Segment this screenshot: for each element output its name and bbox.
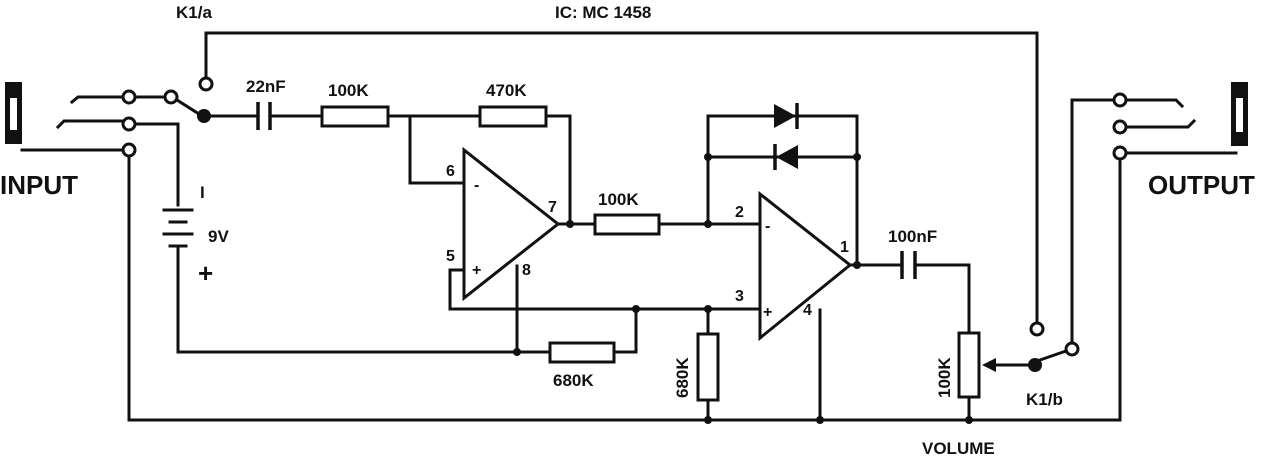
opamp-2: [758, 190, 853, 342]
opamp2-pin-1: 1: [840, 239, 849, 256]
switch-k1b: [1028, 98, 1115, 372]
volume-potentiometer: [957, 331, 1035, 422]
opamp1-inv-sign: -: [474, 177, 479, 194]
opamp1-feedback-network: [408, 105, 572, 226]
battery-minus-label: I: [200, 183, 205, 202]
battery-plus-label: +: [198, 258, 213, 288]
battery-voltage-label: 9V: [208, 227, 229, 246]
volume-label: VOLUME: [922, 439, 995, 458]
resistor-100k-input: [320, 105, 412, 128]
opamp2-pin-4: 4: [803, 302, 812, 319]
output-jack-wiring: [1112, 92, 1238, 422]
capacitor-22nf-label: 22nF: [246, 77, 286, 96]
opamp1-pin-7: 7: [548, 199, 557, 216]
resistor-470k-label: 470K: [486, 81, 527, 100]
switch-k1a-label: K1/a: [176, 3, 212, 22]
input-jack-wiring: [20, 89, 202, 422]
resistor-100k-input-label: 100K: [328, 81, 369, 100]
resistor-100k-coupling-label: 100K: [598, 190, 639, 209]
battery-9v: [162, 208, 194, 354]
resistor-100k-coupling: [593, 213, 762, 236]
potentiometer-100k-label: 100K: [935, 357, 954, 398]
output-label: OUTPUT: [1148, 170, 1255, 200]
opamp2-inv-sign: -: [765, 218, 770, 235]
opamp2-pin-3: 3: [735, 288, 744, 305]
resistor-680k-ground-label: 680K: [673, 357, 692, 398]
switch-k1b-label: K1/b: [1026, 390, 1063, 409]
resistor-680k-ground: [696, 305, 720, 422]
ic-title: IC: MC 1458: [555, 3, 651, 22]
resistor-680k-series-label: 680K: [553, 371, 594, 390]
capacitor-100nf-label: 100nF: [888, 227, 937, 246]
opamp1-pin-8: 8: [522, 262, 531, 279]
output-jack: [1231, 82, 1248, 146]
switch-k1a: [197, 31, 1045, 337]
opamp1-noninv-sign: +: [472, 262, 481, 279]
opamp1-pin-6: 6: [446, 163, 455, 180]
diode-pair: [704, 103, 861, 267]
input-label: INPUT: [0, 170, 78, 200]
opamp2-pin-2: 2: [735, 204, 744, 221]
opamp2-noninv-sign: +: [763, 304, 772, 321]
capacitor-22nf: [202, 102, 324, 130]
capacitor-100nf: [900, 251, 971, 335]
resistor-680k-series: [176, 305, 640, 364]
input-jack: [5, 82, 22, 144]
opamp1-pin-5: 5: [446, 248, 455, 265]
opamp-1: [462, 146, 561, 302]
